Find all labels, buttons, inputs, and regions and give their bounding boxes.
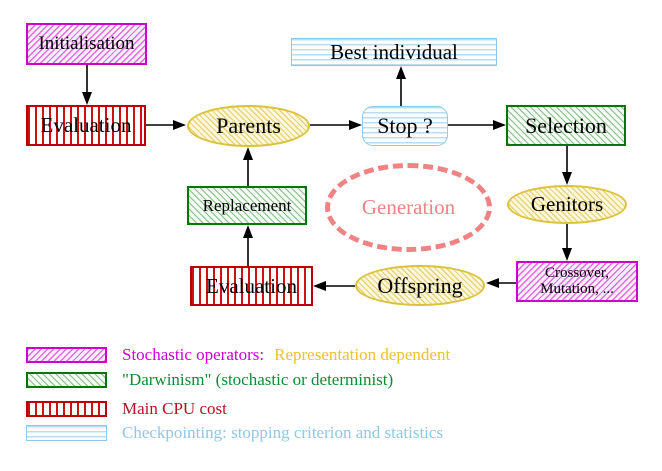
node-crossover-line2: Mutation, ...	[540, 280, 614, 297]
node-best-individual: Best individual	[291, 38, 497, 66]
arrow-genitors-to-crossover	[562, 224, 572, 261]
legend-row-stochastic-operators: Stochastic operators:Representation depe…	[26, 344, 646, 364]
legend-row-checkpointing: Checkpointing: stopping criterion and st…	[26, 422, 646, 442]
node-stop-label: Stop ?	[377, 113, 433, 139]
arrow-stop-to-selection	[448, 120, 506, 130]
arrow-evaluation-to-parents	[146, 120, 186, 130]
legend-row-main-cpu-cost: Main CPU cost	[26, 398, 646, 418]
node-best-individual-label: Best individual	[330, 39, 458, 64]
arrow-evaluation-to-replacement	[243, 225, 253, 266]
arrow-initialisation-to-evaluation	[82, 65, 92, 105]
node-selection: Selection	[506, 105, 626, 146]
node-replacement: Replacement	[187, 186, 307, 225]
node-genitors-label: Genitors	[530, 192, 604, 217]
legend-row-darwinism: "Darwinism" (stochastic or determinist)	[26, 370, 646, 389]
node-initialisation-label: Initialisation	[38, 33, 135, 55]
node-replacement-label: Replacement	[202, 195, 292, 215]
node-evaluation-top-label: Evaluation	[40, 113, 132, 138]
node-selection-label: Selection	[525, 112, 607, 138]
arrow-stop-to-best-individual	[396, 66, 406, 106]
legend-swatch-cyan-stripes	[26, 424, 107, 441]
node-parents-label: Parents	[216, 113, 281, 139]
node-crossover-line1: Crossover,	[545, 264, 609, 281]
node-evaluation-top: Evaluation	[26, 105, 146, 146]
node-evaluation-bottom: Evaluation	[190, 266, 313, 306]
arrow-replacement-to-parents	[243, 147, 253, 186]
arrow-offspring-to-evaluation	[313, 281, 355, 291]
node-parents: Parents	[187, 105, 310, 147]
generation-label: Generation	[361, 195, 456, 220]
generation-loop-ellipse: Generation	[325, 163, 492, 252]
legend-swatch-magenta-hatch	[26, 346, 107, 363]
node-offspring-label: Offspring	[377, 272, 463, 298]
node-initialisation: Initialisation	[26, 23, 147, 65]
node-offspring: Offspring	[355, 265, 485, 306]
legend-label-darwinism: "Darwinism" (stochastic or determinist)	[122, 370, 394, 389]
node-evaluation-bottom-label: Evaluation	[206, 273, 297, 298]
arrow-selection-to-genitors	[562, 146, 572, 185]
legend-swatch-green-hatch	[26, 372, 107, 388]
legend-label-main-cpu-cost: Main CPU cost	[122, 398, 227, 418]
legend-swatch-red-stripes	[26, 400, 107, 417]
legend-label-stochastic-operators: Stochastic operators:Representation depe…	[122, 344, 451, 364]
node-crossover-mutation: Crossover, Mutation, ...	[516, 261, 638, 302]
arrow-crossover-to-offspring	[486, 278, 516, 288]
legend-label-checkpointing: Checkpointing: stopping criterion and st…	[122, 422, 444, 442]
arrow-parents-to-stop	[310, 120, 362, 130]
node-stop: Stop ?	[362, 106, 448, 146]
node-genitors: Genitors	[507, 185, 627, 224]
